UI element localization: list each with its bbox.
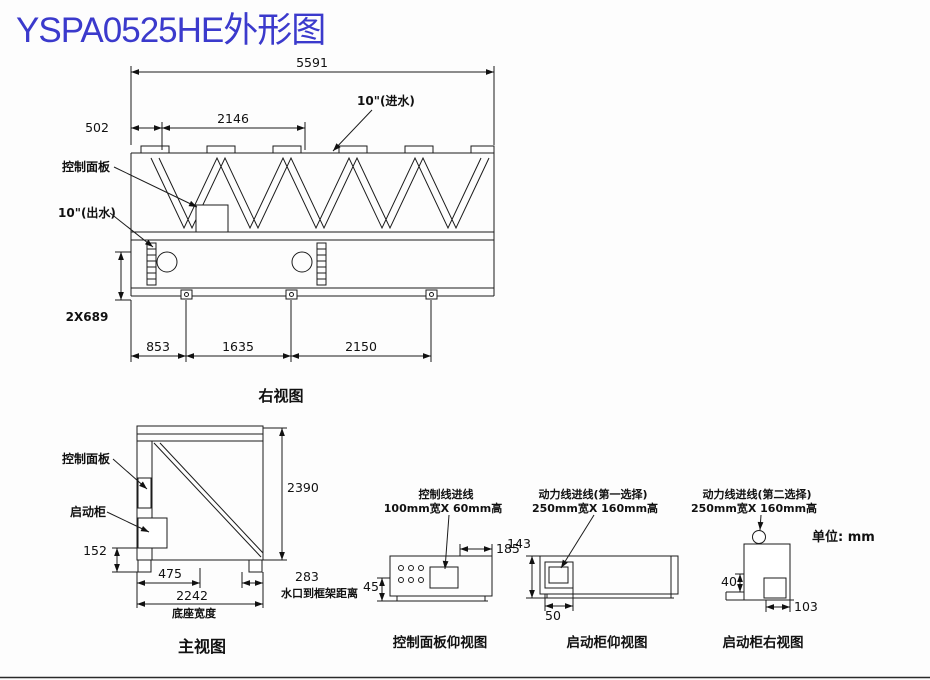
water-port-right xyxy=(291,251,313,273)
water-port-left xyxy=(156,251,178,273)
right-view-body xyxy=(130,145,495,300)
power-wire-entry-hole-2 xyxy=(763,577,787,599)
dim-143: 143 xyxy=(507,536,531,551)
right-view-dimensions: 5591 502 2146 10"(进水) 控制面板 10"(出水) 2X689 xyxy=(58,55,495,405)
dim-50: 50 xyxy=(545,608,561,623)
dim-853: 853 xyxy=(146,339,170,354)
front-view-body xyxy=(136,425,264,573)
dim-185: 185 xyxy=(496,541,520,556)
dim-2390: 2390 xyxy=(287,480,319,495)
starter-bottom-view-label: 启动柜仰视图 xyxy=(567,634,648,651)
dim-502: 502 xyxy=(85,120,109,135)
page-title: YSPA0525HE外形图 xyxy=(16,11,326,50)
front-view-label: 主视图 xyxy=(178,637,226,656)
panel-entry-label-2: 100mm宽X 60mm高 xyxy=(384,501,502,515)
dim-40: 40 xyxy=(721,574,737,589)
dim-2146: 2146 xyxy=(217,111,249,126)
base-width-note: 底座宽度 xyxy=(172,606,217,620)
starter-entry2-label-2: 250mm宽X 160mm高 xyxy=(691,501,817,515)
right-view-label: 右视图 xyxy=(258,387,303,405)
panel-bottom-view-label: 控制面板仰视图 xyxy=(393,634,488,651)
dim-2x689: 2X689 xyxy=(66,310,109,324)
starter-right-view: 动力线进线(第二选择) 250mm宽X 160mm高 40 103 启动柜右视图… xyxy=(691,487,875,651)
dim-2150: 2150 xyxy=(345,339,377,354)
starter-cabinet-box xyxy=(137,517,168,549)
outlet-label: 10"(出水) xyxy=(58,205,116,220)
starter-label: 启动柜 xyxy=(70,504,106,519)
control-panel-label: 控制面板 xyxy=(62,159,111,174)
dim-45: 45 xyxy=(363,579,379,594)
port-note: 水口到框架距离 xyxy=(281,586,358,600)
starter-entry1-label-1: 动力线进线(第一选择) xyxy=(538,487,647,501)
starter-entry1-label-2: 250mm宽X 160mm高 xyxy=(532,501,658,515)
dim-5591: 5591 xyxy=(296,55,328,70)
dim-152: 152 xyxy=(83,543,107,558)
inlet-label: 10"(进水) xyxy=(357,93,415,108)
power-wire-entry-hole-1 xyxy=(548,566,569,584)
starter-entry2-label-1: 动力线进线(第二选择) xyxy=(702,487,811,501)
control-panel-box xyxy=(195,204,229,233)
dim-283: 283 xyxy=(295,569,319,584)
front-control-panel-label: 控制面板 xyxy=(62,451,111,466)
dim-475: 475 xyxy=(158,566,182,581)
unit-note: 单位: mm xyxy=(812,529,875,545)
panel-bottom-view: 控制线进线 100mm宽X 60mm高 185 45 控制面板仰视图 xyxy=(363,487,520,651)
panel-entry-label-1: 控制线进线 xyxy=(419,487,474,501)
front-view-dimensions: 2390 控制面板 启动柜 152 475 283 水口到框架距离 2242 xyxy=(62,427,358,656)
dim-103: 103 xyxy=(794,599,818,614)
starter-right-view-label: 启动柜右视图 xyxy=(723,634,804,651)
starter-bottom-view: 动力线进线(第一选择) 250mm宽X 160mm高 143 50 启动柜仰视图 xyxy=(507,487,679,651)
dim-1635: 1635 xyxy=(222,339,254,354)
control-wire-entry-hole xyxy=(429,566,459,589)
dim-2242: 2242 xyxy=(176,588,208,603)
